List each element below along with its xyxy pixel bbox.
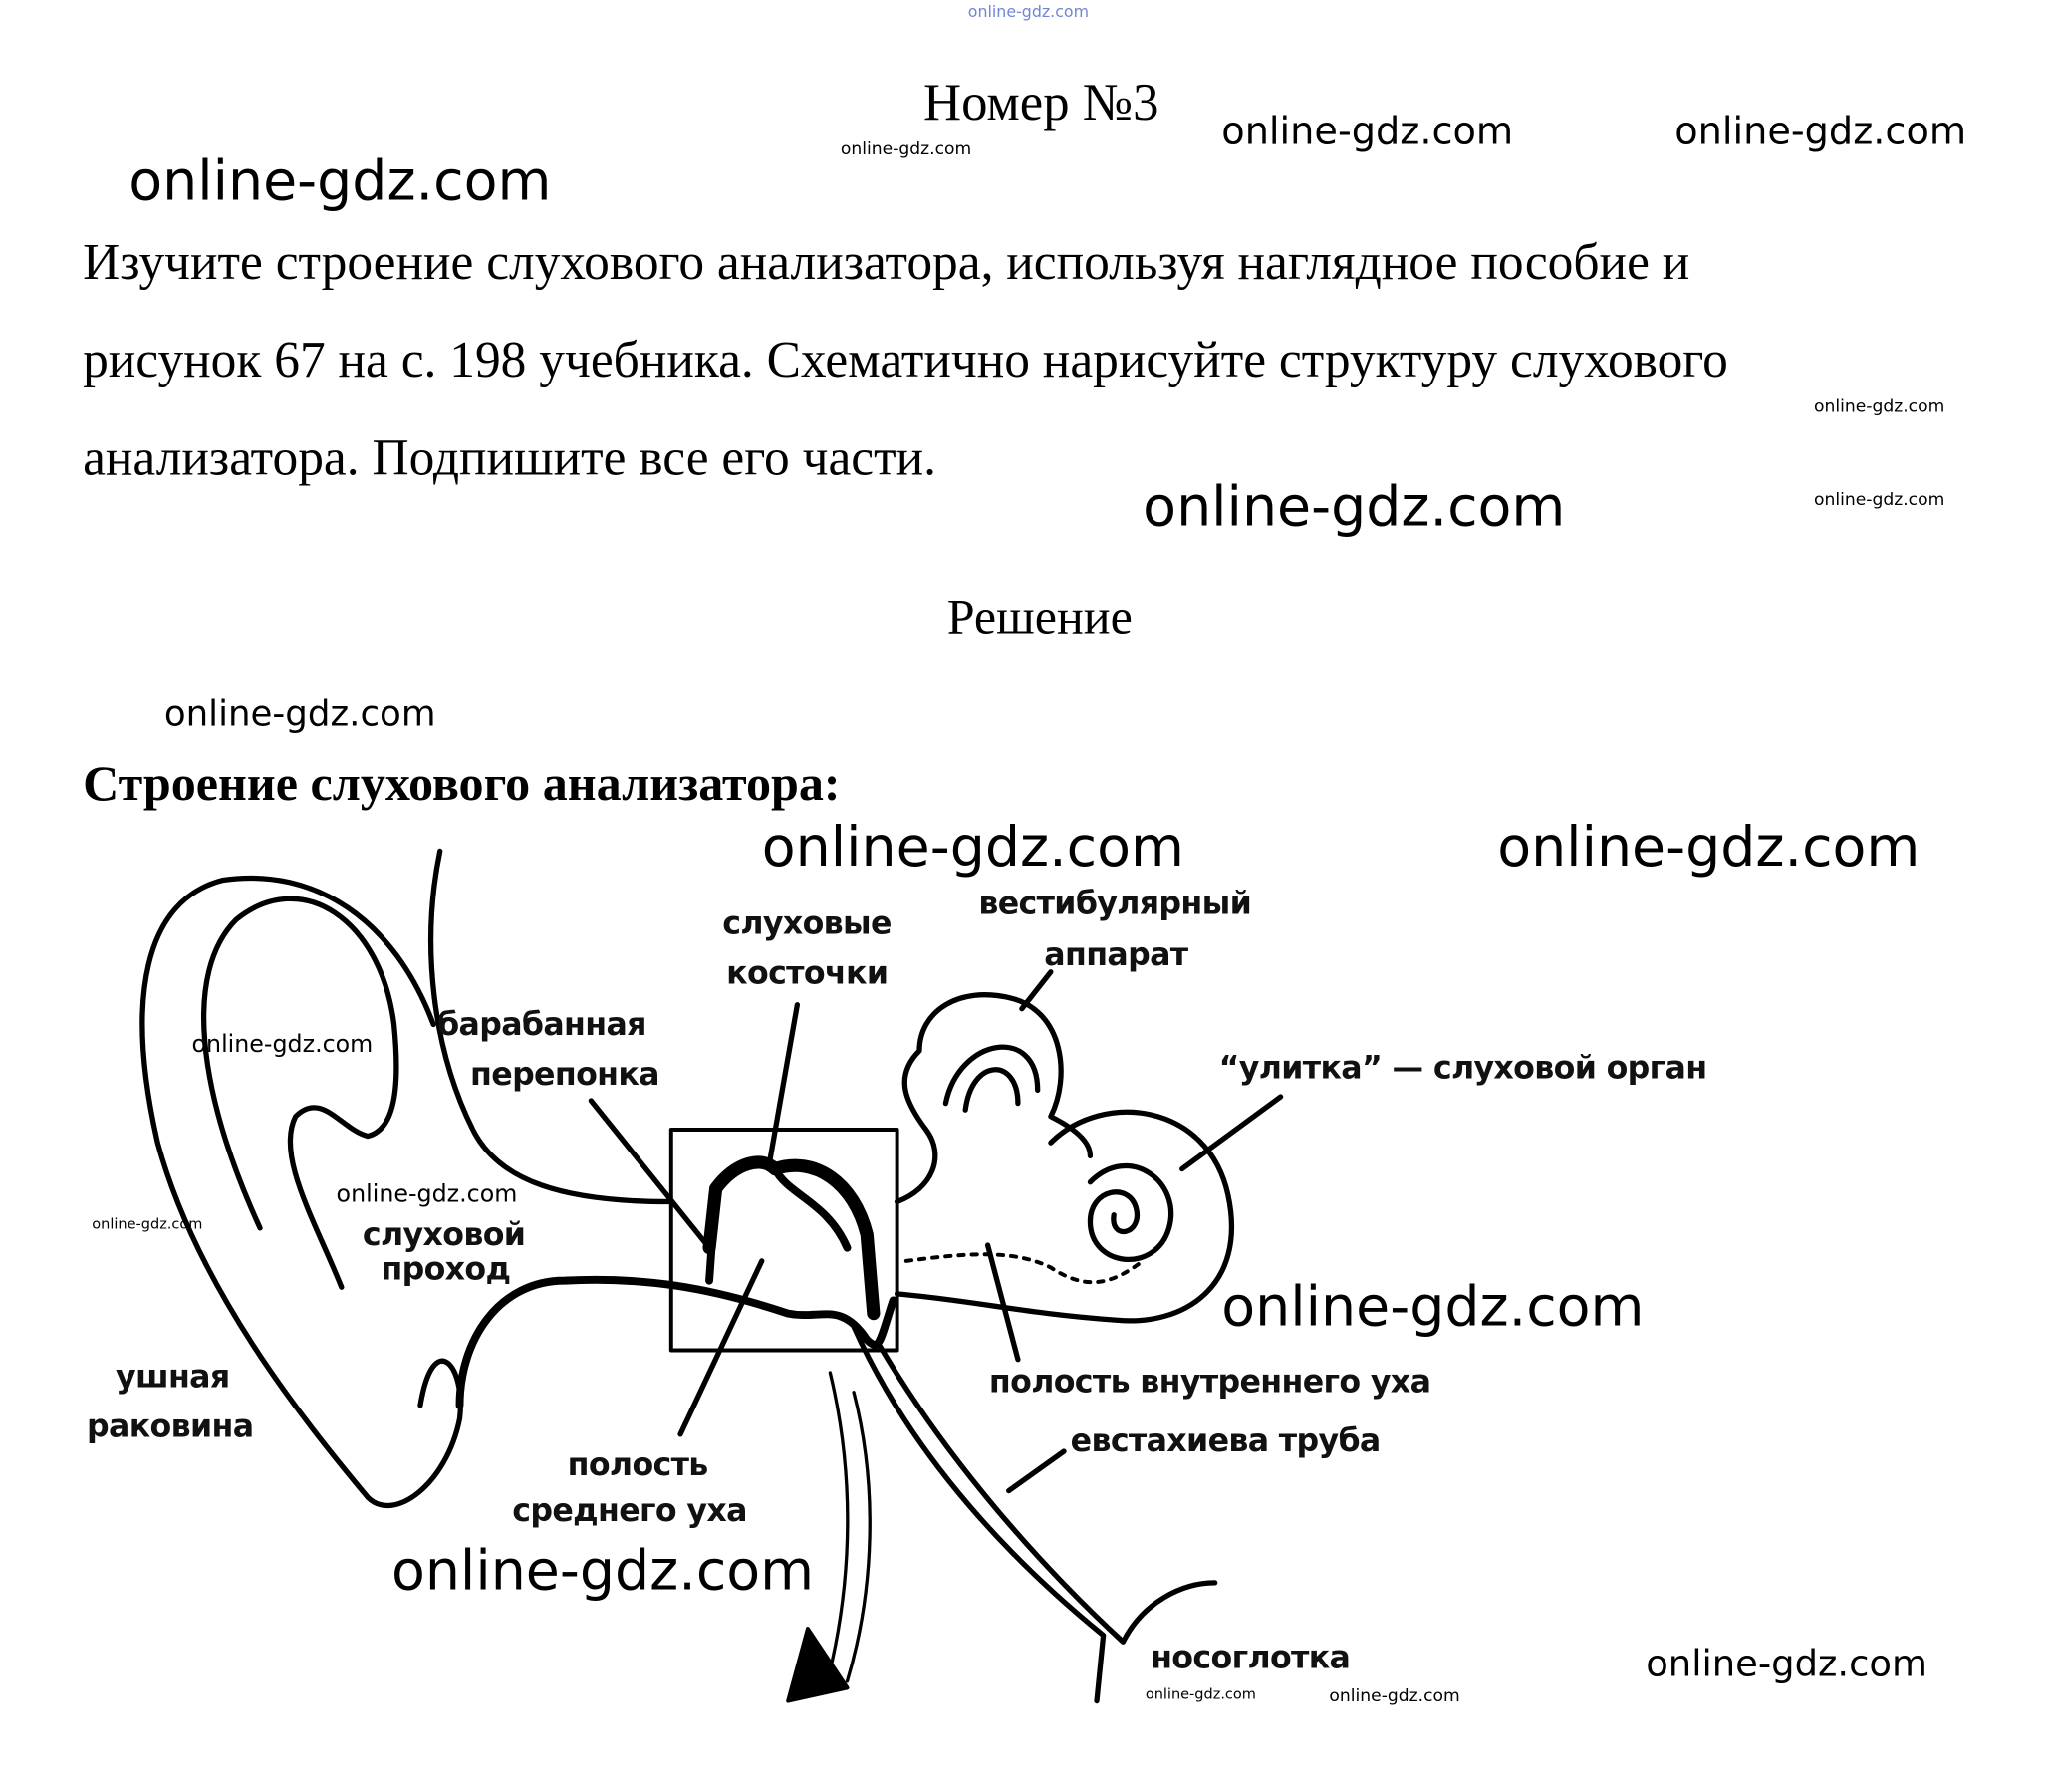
task-line: анализатора. Подпишите все его части. bbox=[83, 429, 936, 487]
watermark: online-gdz.com bbox=[840, 139, 972, 160]
watermark: online-gdz.com bbox=[1813, 396, 1945, 417]
watermark: online-gdz.com bbox=[1646, 1642, 1928, 1685]
semicircular-canals bbox=[942, 1044, 1041, 1113]
watermark: online-gdz.com bbox=[1221, 108, 1514, 153]
watermark: online-gdz.com bbox=[1145, 1685, 1256, 1703]
label-middle-cavity: полость bbox=[567, 1445, 709, 1483]
inner-cavity-dotted bbox=[903, 1252, 1146, 1285]
label-cochlea: “улитка” — слуховой орган bbox=[1218, 1049, 1707, 1087]
watermark: online-gdz.com bbox=[1143, 474, 1566, 539]
auricle-outline bbox=[139, 848, 673, 1509]
watermark: online-gdz.com bbox=[92, 1215, 203, 1233]
pointer-vestibular bbox=[1019, 969, 1054, 1012]
watermark: online-gdz.com bbox=[128, 148, 552, 213]
eustachian-tube bbox=[851, 1324, 1218, 1704]
label-eardrum: перепонка bbox=[470, 1056, 659, 1094]
watermark: online-gdz.com bbox=[967, 2, 1090, 22]
solution-subheading: Строение слухового анализатора: bbox=[83, 756, 841, 812]
auricle-inner bbox=[200, 896, 399, 1290]
label-inner-cavity: полость внутреннего уха bbox=[988, 1363, 1431, 1401]
watermark: online-gdz.com bbox=[1674, 108, 1967, 153]
label-eardrum: барабанная bbox=[437, 1006, 646, 1043]
label-vestibular: аппарат bbox=[1044, 936, 1188, 974]
label-eustachian: евстахиева труба bbox=[1070, 1422, 1382, 1459]
watermark: online-gdz.com bbox=[1813, 490, 1945, 511]
watermark: online-gdz.com bbox=[336, 1180, 518, 1209]
solution-heading: Решение bbox=[946, 590, 1133, 645]
cochlea-spiral bbox=[1087, 1162, 1174, 1263]
pointer-ossicles bbox=[765, 1002, 801, 1172]
watermark: online-gdz.com bbox=[390, 1538, 815, 1603]
label-auricle: ушная bbox=[116, 1358, 230, 1396]
pointer-eustachian bbox=[1006, 1448, 1067, 1494]
label-auricle: раковина bbox=[87, 1408, 254, 1445]
middle-ear-box bbox=[668, 1128, 899, 1353]
ossicles-detail bbox=[705, 1164, 852, 1285]
vestibular-apparatus bbox=[894, 992, 1094, 1205]
ear-canal bbox=[455, 1275, 897, 1409]
label-ossicles: косточки bbox=[726, 954, 889, 992]
pointer-inner-cavity bbox=[984, 1242, 1021, 1363]
watermark: online-gdz.com bbox=[1329, 1686, 1460, 1707]
label-vestibular: вестибулярный bbox=[978, 885, 1252, 922]
pointer-middle-cavity bbox=[677, 1258, 765, 1437]
watermark: online-gdz.com bbox=[761, 814, 1184, 880]
task-line: Изучите строение слухового анализатора, … bbox=[83, 234, 1690, 292]
cochlea bbox=[894, 1109, 1235, 1324]
label-ossicles: слуховые bbox=[722, 904, 892, 942]
arrow-head bbox=[786, 1627, 850, 1703]
label-middle-cavity: среднего уха bbox=[512, 1491, 747, 1529]
hatched-arrow bbox=[826, 1371, 872, 1683]
page-title: Номер №3 bbox=[922, 72, 1159, 131]
pointer-cochlea bbox=[1179, 1094, 1284, 1172]
watermark: online-gdz.com bbox=[1221, 1274, 1645, 1339]
label-ear-canal: проход bbox=[381, 1250, 511, 1288]
ossicles bbox=[702, 1155, 881, 1321]
pointer-eardrum bbox=[588, 1098, 712, 1251]
task-line: рисунок 67 на с. 198 учебника. Схематичн… bbox=[83, 331, 1728, 388]
label-ear-canal: слуховой bbox=[362, 1216, 526, 1253]
watermark: online-gdz.com bbox=[163, 693, 436, 735]
label-nasopharynx: носоглотка bbox=[1151, 1639, 1351, 1676]
watermark: online-gdz.com bbox=[1497, 814, 1921, 880]
watermark: online-gdz.com bbox=[191, 1031, 374, 1059]
